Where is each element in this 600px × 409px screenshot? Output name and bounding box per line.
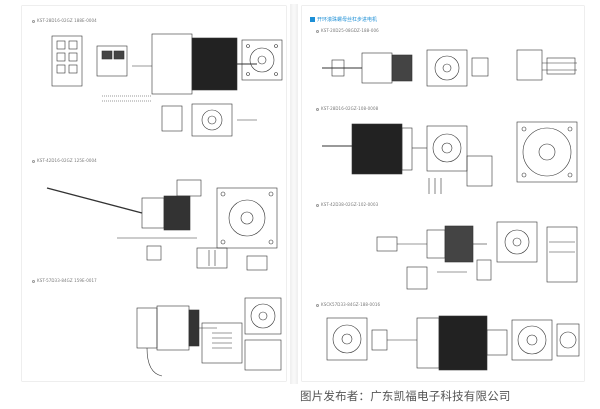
motor-label-6: KST-42D38-02GZ-102-0003 [316,202,378,207]
section-marker-icon [310,17,315,22]
motor-drawing-6 [376,221,578,290]
motor-drawing-5 [322,121,578,194]
section-title: 开环滚珠螺母丝杠步进电机 [310,16,377,23]
motor-drawing-7 [326,315,580,371]
motor-label-7: KSCK57D33-84GZ-188-0016 [316,302,380,307]
bullet-icon [32,159,35,163]
motor-label-2: KST-42D16-02GZ 125E-0004 [32,158,97,163]
bullet-icon [32,19,35,23]
left-page: KST-28D16-02GZ 188E-0004 [22,6,286,381]
bullet-icon [32,279,35,283]
right-page: 开环滚珠螺母丝杠步进电机 KST-20D25-08GDZ-188-006 KST… [302,6,584,381]
motor-label-4: KST-20D25-08GDZ-188-006 [316,28,379,33]
bullet-icon [316,303,319,307]
bullet-icon [316,29,319,33]
motor-drawing-4 [322,49,577,87]
motor-drawing-1 [51,33,283,137]
bullet-icon [316,107,319,111]
page-gutter [290,4,298,384]
motor-label-5: KST-28D16-02GZ-108-0008 [316,106,378,111]
motor-drawing-3 [136,297,282,377]
bullet-icon [316,203,319,207]
watermark-text: 图片发布者：广东凯福电子科技有限公司 [300,389,511,403]
motor-drawing-2 [46,179,278,271]
motor-label-3: KST-57D33-84GZ 159E-0017 [32,278,97,283]
motor-label-1: KST-28D16-02GZ 188E-0004 [32,18,97,23]
